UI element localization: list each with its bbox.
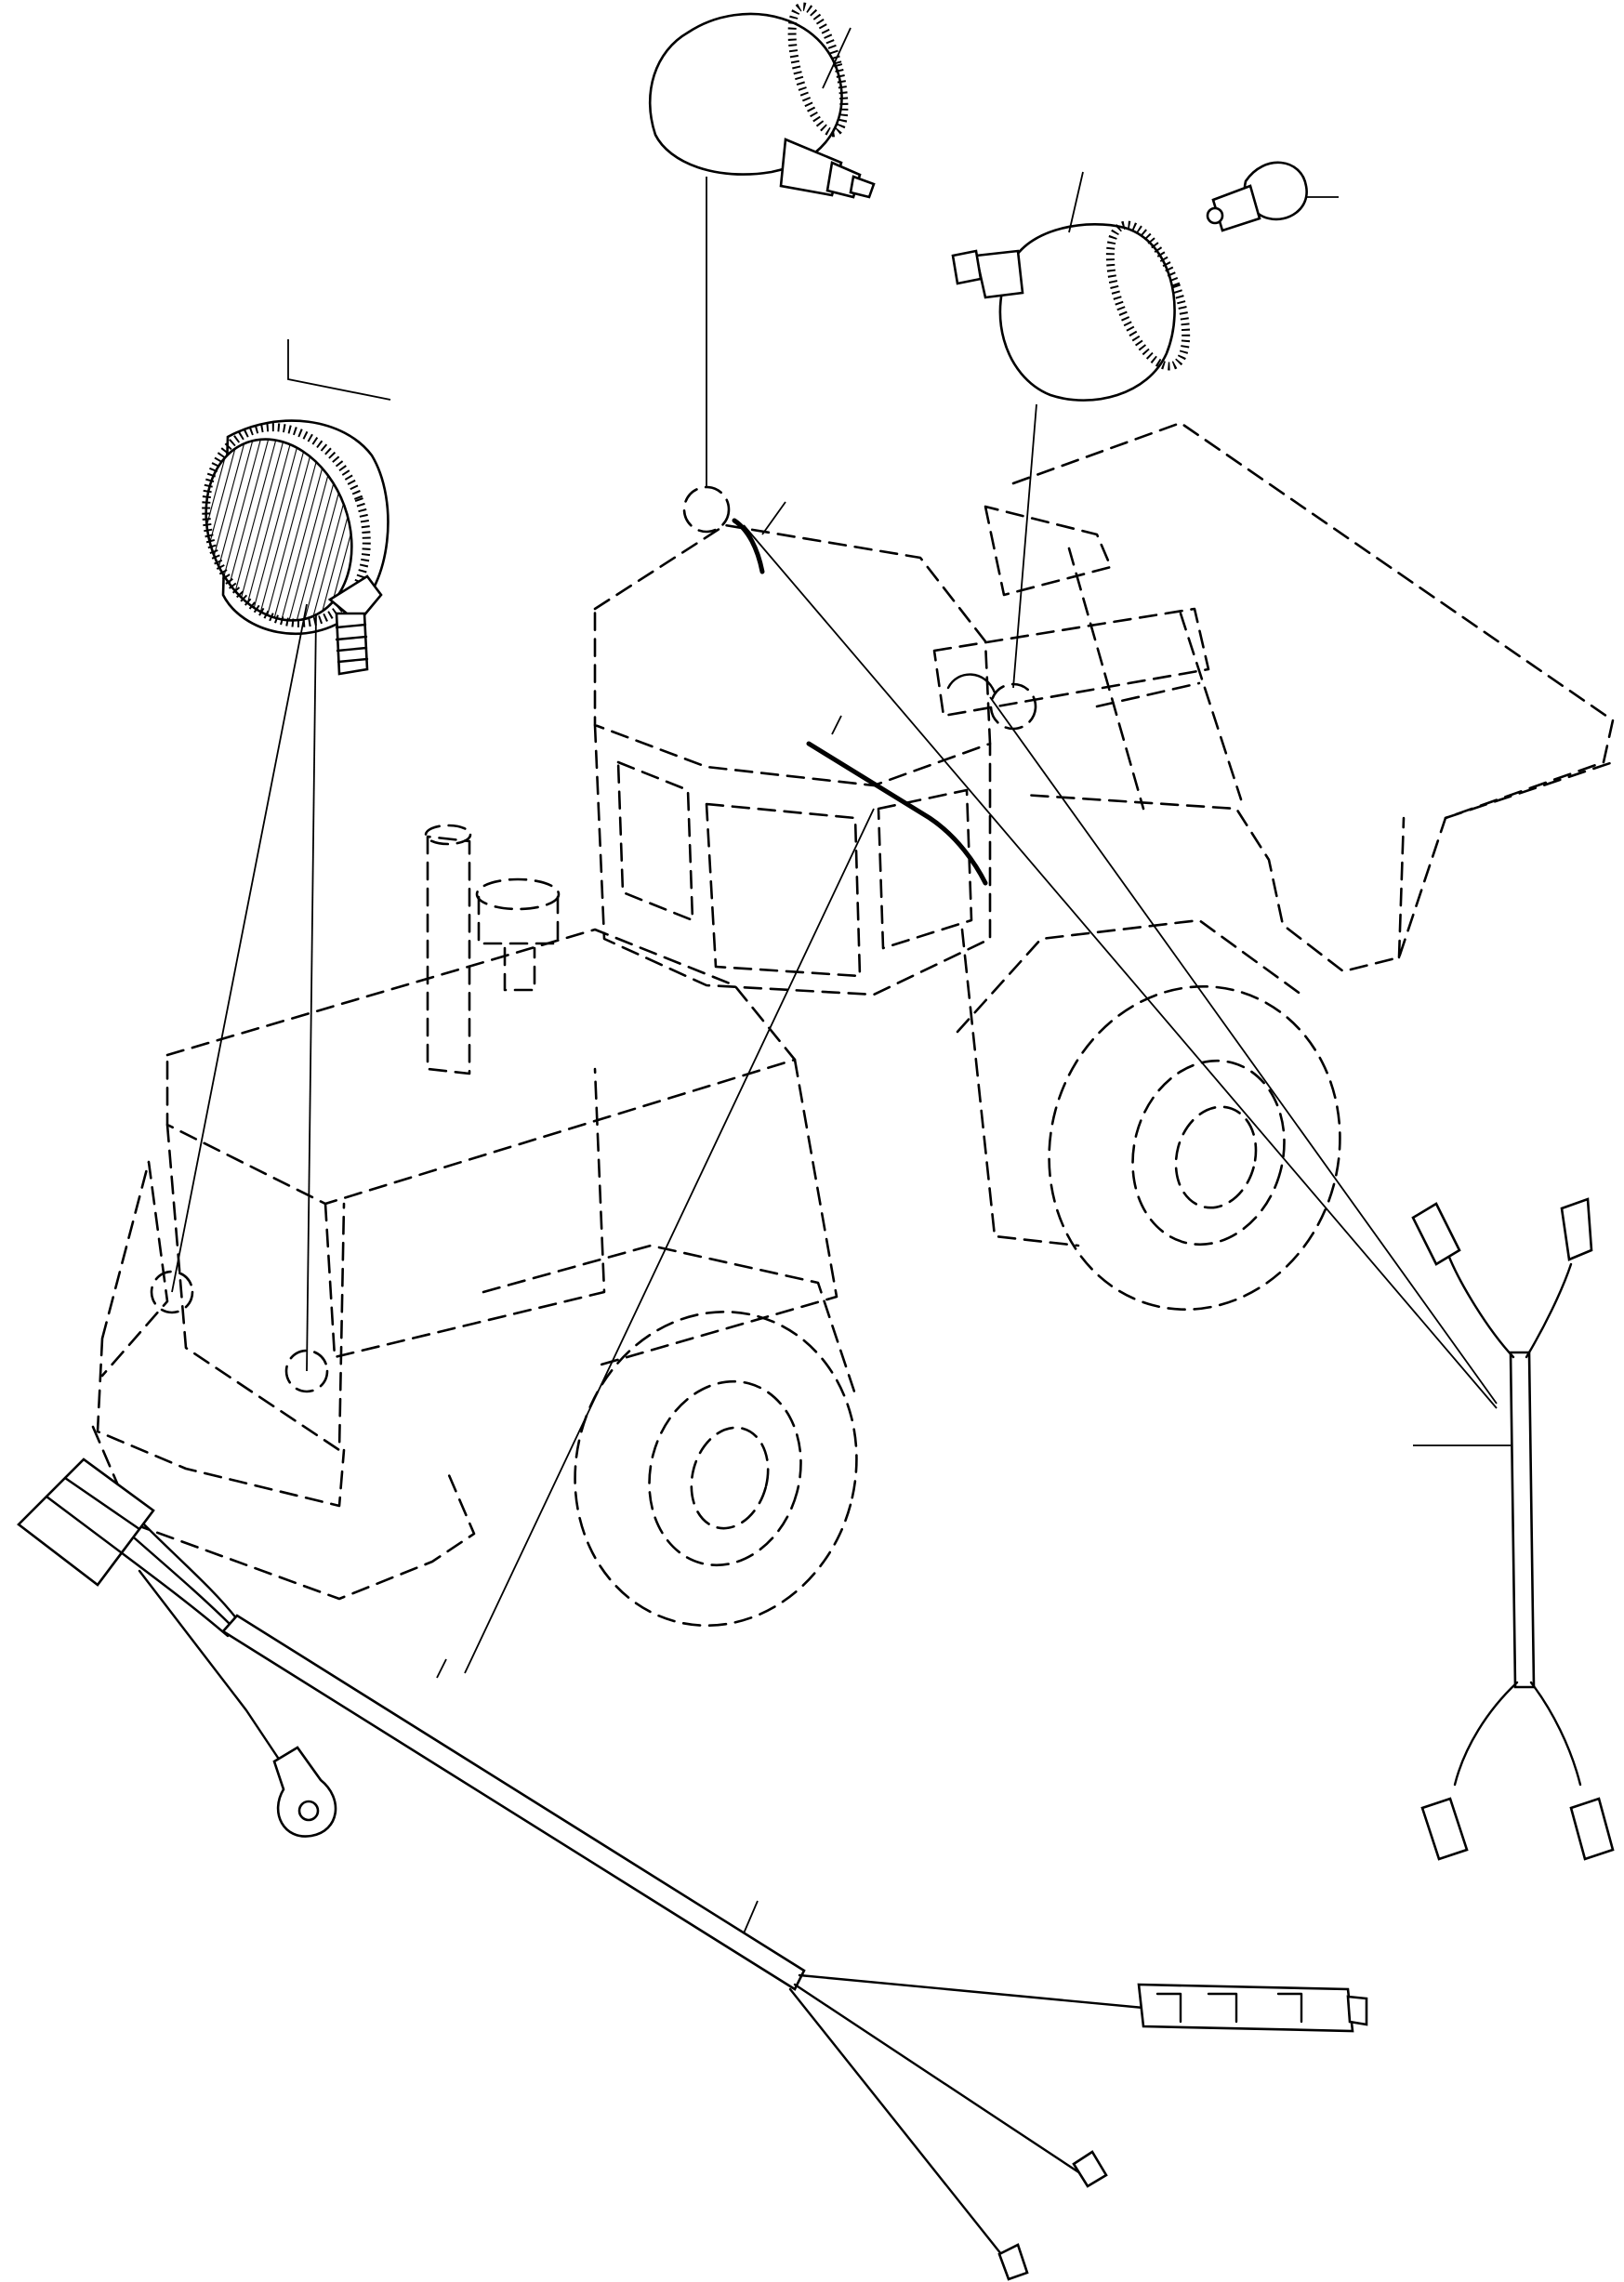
work-lamp-wire-b <box>306 613 317 1372</box>
main-harness-inline-connector <box>1137 1983 1354 2033</box>
marker-lamp-top-label-leader <box>822 27 852 89</box>
front-fender <box>956 918 1303 1034</box>
work-lamp-left[interactable] <box>171 339 393 1372</box>
cab-roof-cable <box>732 518 765 574</box>
work-lamp-bolt-thread <box>335 623 369 664</box>
main-harness-connector-block <box>17 1458 155 1587</box>
marker-lamp-right[interactable] <box>951 171 1201 689</box>
cab-front-cable <box>806 741 988 886</box>
branch-harness-leg-ul <box>1446 1253 1515 1359</box>
bulb[interactable] <box>1206 161 1339 232</box>
cab-window-side <box>877 788 973 950</box>
rear-lamp-pos-left <box>150 1270 194 1314</box>
work-lamp-wire-a <box>171 603 308 1293</box>
hood-panel <box>323 1067 606 1359</box>
branch-harness-leg-ll <box>1453 1681 1519 1787</box>
main-harness-wires <box>119 1523 239 1638</box>
loader-outline <box>91 421 1615 1628</box>
front-cable-leader <box>831 715 842 735</box>
exhaust-stack <box>426 835 471 1075</box>
bucket-outline <box>1011 421 1615 973</box>
inline-connector-detail <box>1155 1992 1303 2024</box>
marker-lamp-right-wire <box>1012 403 1037 689</box>
marker-lamp-right-label-leader <box>1068 171 1084 233</box>
main-harness-tail-tip-low <box>997 2243 1029 2281</box>
branch-terminal-lr <box>1569 1797 1615 1861</box>
main-harness-tail-upper <box>798 1973 1145 2010</box>
main-harness-cable-leader <box>436 1658 447 1679</box>
lamp-mount-cab-top <box>682 485 731 534</box>
air-cleaner-stem <box>503 946 536 992</box>
bucket-lip <box>1397 760 1615 959</box>
front-frame <box>960 928 1080 1247</box>
main-harness-ring-terminal <box>272 1746 337 1838</box>
work-lamp-bolt <box>335 612 369 676</box>
main-harness-to-cab-leader <box>464 808 875 1674</box>
main-harness-connector-split <box>45 1476 141 1554</box>
work-lamp-label-leader <box>287 339 391 401</box>
ring-terminal-hole <box>297 1800 320 1822</box>
marker-lamp-right-tip <box>951 249 983 285</box>
branch-terminal-ul <box>1411 1202 1461 1266</box>
main-harness-label-leader <box>743 1900 759 1934</box>
work-lamp-rim <box>202 423 371 627</box>
marker-lamp-right-rim <box>1105 220 1191 371</box>
rear-hub <box>690 1426 770 1530</box>
roof-cable-leader <box>761 501 786 535</box>
cab-front-clip <box>946 673 997 694</box>
branch-harness-trunk <box>1509 1351 1536 1689</box>
exhaust-top <box>424 824 472 846</box>
rear-tire <box>574 1310 858 1628</box>
cab-window-front <box>705 802 862 978</box>
main-wiring-harness[interactable] <box>17 808 1368 2281</box>
branch-harness-leg-lr <box>1529 1681 1582 1787</box>
branch-harness-leg-ur <box>1525 1262 1573 1359</box>
engine-hood <box>165 928 797 1206</box>
front-rim <box>1131 1059 1286 1247</box>
branch-terminal-ur <box>1560 1197 1593 1261</box>
counterweight <box>96 1160 346 1508</box>
cab-wire-routing <box>732 501 1498 1409</box>
branch-terminal-ll <box>1420 1797 1469 1861</box>
marker-lamp-right-dome <box>998 223 1176 402</box>
rear-rim <box>648 1379 802 1567</box>
bulb-base <box>1211 184 1261 232</box>
marker-lamp-top-rim <box>787 2 849 138</box>
clip-to-branch-wire <box>989 696 1498 1405</box>
cab-roof <box>593 523 992 787</box>
cross-beam <box>932 607 1210 718</box>
air-cleaner <box>477 895 560 945</box>
main-harness-sleeve <box>221 1614 806 1991</box>
bulb-contact <box>1206 206 1224 225</box>
marker-lamp-top-pin <box>849 175 876 199</box>
work-lamp-lens <box>205 438 353 622</box>
inline-connector-cap <box>1346 1995 1368 2026</box>
marker-lamp-top[interactable] <box>648 2 876 488</box>
lift-arm <box>984 505 1243 811</box>
roof-to-branch-wire <box>743 524 1498 1409</box>
cab-window-left <box>616 760 694 922</box>
main-harness-tail-mid <box>793 1983 1085 2177</box>
hood-side <box>165 1058 838 1452</box>
rear-fender <box>482 1244 857 1396</box>
marker-lamp-top-socket <box>779 138 843 197</box>
cab-body <box>593 723 992 996</box>
main-harness-tail-tip-mid <box>1072 2150 1108 2188</box>
front-hub <box>1174 1105 1258 1209</box>
marker-lamp-right-socket <box>974 249 1024 299</box>
main-harness-tail-low <box>788 1987 1010 2265</box>
branch-wiring-harness[interactable] <box>1411 1197 1615 1861</box>
main-harness-ground-wire <box>138 1569 285 1768</box>
front-tire <box>1048 984 1341 1312</box>
air-cleaner-top <box>475 877 561 911</box>
